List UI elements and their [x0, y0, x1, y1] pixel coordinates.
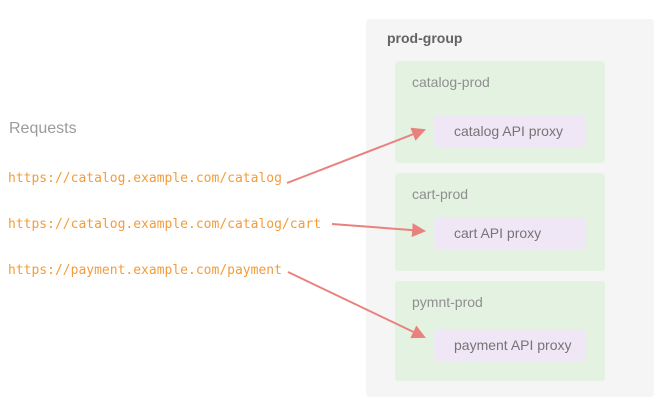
environment-label-catalog-prod: catalog-prod [412, 74, 490, 90]
proxy-box-catalog-api: catalog API proxy [434, 115, 586, 147]
environment-label-pymnt-prod: pymnt-prod [412, 294, 483, 310]
environment-box-cart-prod: cart-prod cart API proxy [395, 173, 605, 271]
proxy-box-payment-api: payment API proxy [434, 329, 586, 361]
prod-group-container: prod-group catalog-prod catalog API prox… [366, 19, 654, 397]
environment-box-pymnt-prod: pymnt-prod payment API proxy [395, 281, 605, 381]
request-url-catalog-cart: https://catalog.example.com/catalog/cart [8, 217, 322, 232]
requests-heading: Requests [9, 120, 77, 137]
request-url-payment: https://payment.example.com/payment [8, 263, 282, 278]
environment-label-cart-prod: cart-prod [412, 186, 469, 202]
prod-group-label: prod-group [387, 30, 463, 46]
environment-box-catalog-prod: catalog-prod catalog API proxy [395, 61, 605, 163]
request-url-catalog: https://catalog.example.com/catalog [8, 171, 282, 186]
proxy-box-cart-api: cart API proxy [434, 217, 586, 249]
